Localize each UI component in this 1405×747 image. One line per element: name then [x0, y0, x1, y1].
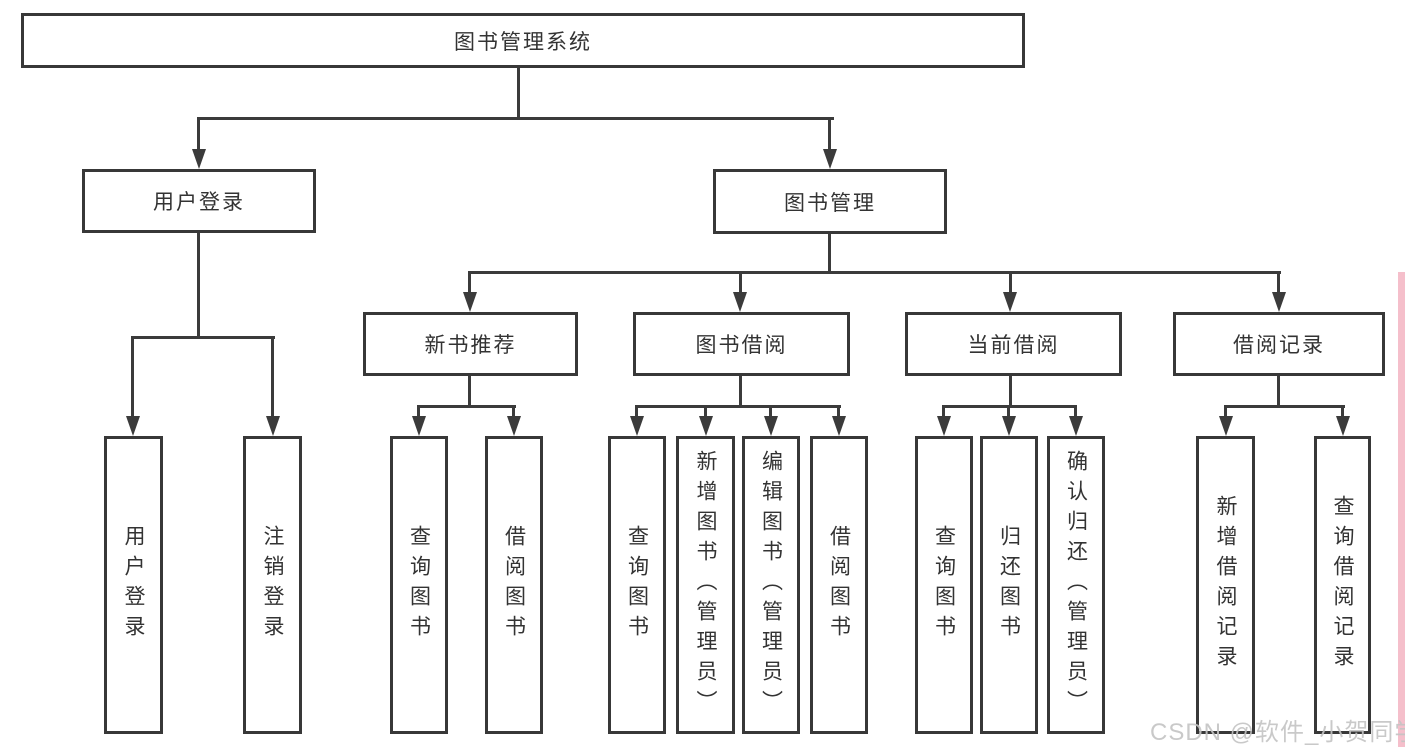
connector-line [1341, 405, 1344, 419]
node-book-management-branch: 图书管理 [713, 169, 947, 234]
arrow-down-icon [823, 149, 837, 169]
connector-line [197, 117, 834, 120]
arrow-down-icon [1336, 416, 1350, 436]
connector-line [635, 405, 638, 419]
arrow-down-icon [1219, 416, 1233, 436]
leaf-edit-book-admin: 编辑图书（管理员） [742, 436, 800, 734]
connector-line [271, 336, 274, 420]
connector-line [739, 376, 742, 408]
connector-line [1224, 405, 1227, 419]
arrow-down-icon [1003, 292, 1017, 312]
csdn-watermark: CSDN @软件_小贺同学 [1150, 719, 1405, 746]
node-book-borrowing: 图书借阅 [633, 312, 850, 376]
leaf-user-login: 用户登录 [104, 436, 163, 734]
connector-line [828, 117, 831, 153]
node-label: 借阅记录 [1233, 334, 1325, 357]
connector-line [468, 376, 471, 408]
leaf-add-book-admin: 新增图书（管理员） [676, 436, 735, 734]
node-label: 用户登录 [122, 525, 145, 645]
arrow-down-icon [937, 416, 951, 436]
connector-line [512, 405, 515, 419]
connector-line [1074, 405, 1077, 419]
connector-line [828, 234, 831, 274]
arrow-down-icon [463, 292, 477, 312]
connector-line [1009, 271, 1012, 295]
node-label: 当前借阅 [967, 334, 1060, 357]
node-label: 图书管理系统 [454, 30, 592, 54]
connector-line [417, 405, 420, 419]
node-label: 新增图书（管理员） [694, 450, 717, 720]
arrow-down-icon [507, 416, 521, 436]
node-label: 借阅图书 [502, 525, 526, 645]
leaf-query-books-borrowing: 查询图书 [608, 436, 666, 734]
arrow-down-icon [1272, 292, 1286, 312]
connector-line [1224, 405, 1345, 408]
node-borrowing-records: 借阅记录 [1173, 312, 1385, 376]
node-new-book-recommendation: 新书推荐 [363, 312, 578, 376]
arrow-down-icon [412, 416, 426, 436]
node-label: 查询图书 [407, 525, 431, 645]
node-current-borrowing: 当前借阅 [905, 312, 1122, 376]
node-label: 新增借阅记录 [1214, 495, 1237, 675]
connector-line [704, 405, 707, 419]
connector-line [468, 271, 471, 295]
leaf-query-borrow-record: 查询借阅记录 [1314, 436, 1371, 734]
leaf-borrow-books-newbook: 借阅图书 [485, 436, 543, 734]
connector-line [1277, 376, 1280, 408]
node-label: 查询借阅记录 [1331, 495, 1354, 675]
leaf-return-book: 归还图书 [980, 436, 1038, 734]
leaf-logout: 注销登录 [243, 436, 302, 734]
right-edge-accent-strip [1398, 272, 1405, 747]
node-label: 注销登录 [261, 525, 284, 645]
connector-line [769, 405, 772, 419]
arrow-down-icon [699, 416, 713, 436]
leaf-add-borrow-record: 新增借阅记录 [1196, 436, 1255, 734]
node-label: 新书推荐 [424, 334, 517, 357]
arrow-down-icon [192, 149, 206, 169]
arrow-down-icon [1002, 416, 1016, 436]
leaf-query-books-current: 查询图书 [915, 436, 973, 734]
arrow-down-icon [126, 416, 140, 436]
connector-line [635, 405, 841, 408]
leaf-query-books-newbook: 查询图书 [390, 436, 448, 734]
node-user-login-branch: 用户登录 [82, 169, 316, 233]
arrow-down-icon [266, 416, 280, 436]
connector-line [739, 271, 742, 295]
arrow-down-icon [733, 292, 747, 312]
connector-line [197, 117, 200, 153]
arrow-down-icon [764, 416, 778, 436]
connector-line [468, 271, 1281, 274]
node-label: 图书借阅 [695, 334, 788, 357]
arrow-down-icon [1069, 416, 1083, 436]
arrow-down-icon [630, 416, 644, 436]
node-label: 查询图书 [625, 525, 649, 645]
connector-line [1009, 376, 1012, 408]
leaf-confirm-return-admin: 确认归还（管理员） [1047, 436, 1105, 734]
connector-line [837, 405, 840, 419]
connector-line [131, 336, 275, 339]
arrow-down-icon [832, 416, 846, 436]
node-label: 图书管理 [784, 191, 876, 215]
leaf-borrow-books-borrowing: 借阅图书 [810, 436, 868, 734]
connector-line [197, 233, 200, 339]
node-label: 借阅图书 [827, 525, 851, 645]
node-label: 编辑图书（管理员） [759, 450, 783, 720]
connector-line [1277, 271, 1280, 295]
node-label: 查询图书 [932, 525, 956, 645]
node-label: 用户登录 [153, 191, 245, 214]
node-label: 确认归还（管理员） [1064, 450, 1088, 720]
node-label: 归还图书 [997, 525, 1021, 645]
connector-line [942, 405, 945, 419]
connector-line [1007, 405, 1010, 419]
connector-line [131, 336, 134, 420]
node-library-management-system: 图书管理系统 [21, 13, 1025, 68]
connector-line [417, 405, 516, 408]
connector-line [517, 67, 520, 120]
